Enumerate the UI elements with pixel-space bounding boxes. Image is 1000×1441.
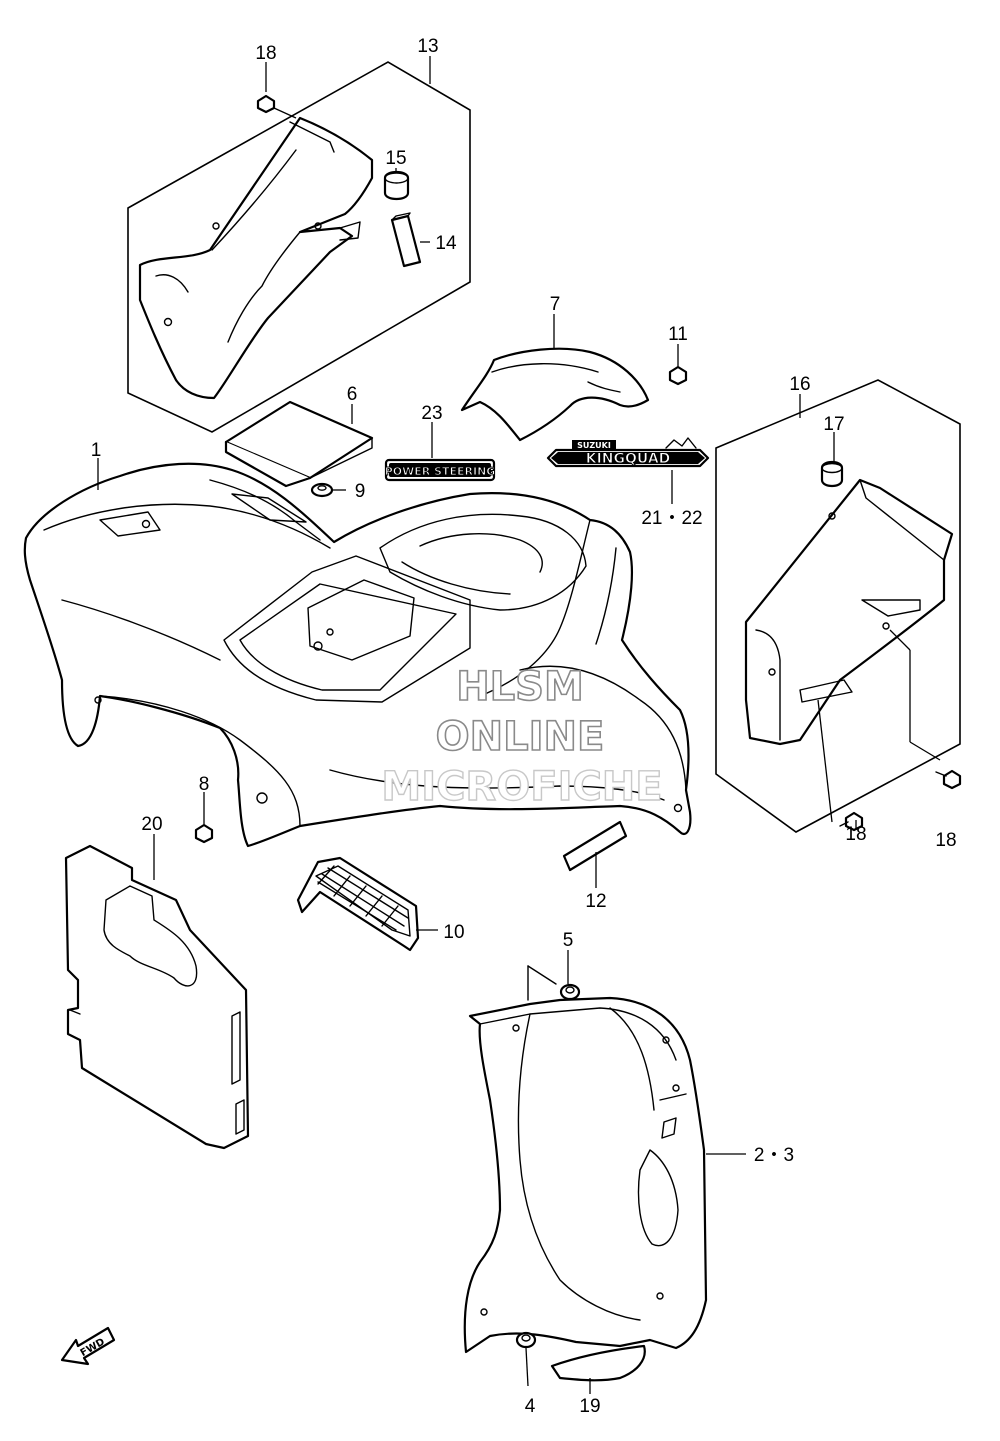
part-8-bolt[interactable] (194, 823, 214, 844)
callout-17: 17 (823, 414, 844, 435)
callout-8: 8 (199, 774, 210, 795)
callout-7: 7 (550, 294, 561, 315)
part-18-bolt-right[interactable] (935, 769, 962, 790)
part-14-block[interactable] (390, 212, 422, 268)
watermark: HLSM ONLINE MICROFICHE (381, 663, 664, 811)
callout-19: 19 (579, 1396, 600, 1417)
part-2-3-inner-fender[interactable] (463, 996, 746, 1354)
power-steering-text: POWER STEERING (385, 465, 496, 478)
callout-10: 10 (443, 922, 464, 943)
callout-5: 5 (563, 930, 574, 951)
part-5-clip[interactable] (527, 965, 581, 1001)
callout-16: 16 (789, 374, 810, 395)
callout-18-mid: 18 (845, 824, 866, 845)
callout-20: 20 (141, 814, 162, 835)
part-12-strip[interactable] (562, 820, 628, 888)
part-20-shield[interactable] (64, 844, 250, 1150)
callout-1: 1 (91, 440, 102, 461)
group-box-13 (127, 61, 471, 433)
callout-6: 6 (347, 384, 358, 405)
part-23-power-steering-decal: POWER STEERING (384, 458, 496, 482)
callout-18-top: 18 (255, 43, 276, 64)
part-18-bolt-mid[interactable] (839, 811, 864, 832)
part-13-inner-panel[interactable] (138, 116, 374, 400)
callouts: 18 13 15 14 7 11 6 23 9 21・22 1 16 17 8 … (91, 36, 957, 1417)
part-17-cushion[interactable] (820, 460, 844, 488)
watermark-line-2: ONLINE (436, 714, 605, 760)
callout-15: 15 (385, 148, 406, 169)
part-16-inner-panel[interactable] (744, 478, 954, 823)
callout-14: 14 (435, 233, 457, 254)
callout-2-3: 2・3 (754, 1145, 794, 1166)
part-19-strip[interactable] (550, 1344, 646, 1394)
callout-4: 4 (525, 1396, 536, 1417)
callout-18-right: 18 (935, 830, 956, 851)
callout-12: 12 (585, 891, 606, 912)
part-4-clip[interactable] (515, 1331, 537, 1387)
callout-23: 23 (421, 403, 442, 424)
part-6-lid[interactable] (224, 400, 374, 488)
leader-lines (97, 56, 857, 984)
part-10-grille[interactable] (296, 856, 438, 952)
fwd-arrow-icon: FWD (60, 1326, 116, 1366)
group-box-16 (715, 379, 961, 833)
part-15-cushion[interactable] (383, 170, 410, 201)
kingquad-text: KINGQUAD (586, 451, 671, 467)
part-11-bolt[interactable] (668, 365, 688, 386)
part-21-22-kingquad-decal: SUZUKI KINGQUAD (546, 437, 710, 467)
part-9-grommet[interactable] (310, 482, 334, 498)
watermark-line-3: MICROFICHE (381, 764, 662, 810)
callout-9: 9 (355, 481, 366, 502)
part-1-rear-fender[interactable] (23, 462, 692, 848)
part-7-front-cover[interactable] (460, 347, 650, 442)
callout-13: 13 (417, 36, 438, 57)
watermark-line-1: HLSM (456, 664, 584, 710)
part-18-bolt-top[interactable] (256, 94, 297, 119)
brand-small-text: SUZUKI (577, 441, 611, 450)
callout-11: 11 (668, 324, 688, 345)
callout-21-22: 21・22 (641, 508, 702, 529)
